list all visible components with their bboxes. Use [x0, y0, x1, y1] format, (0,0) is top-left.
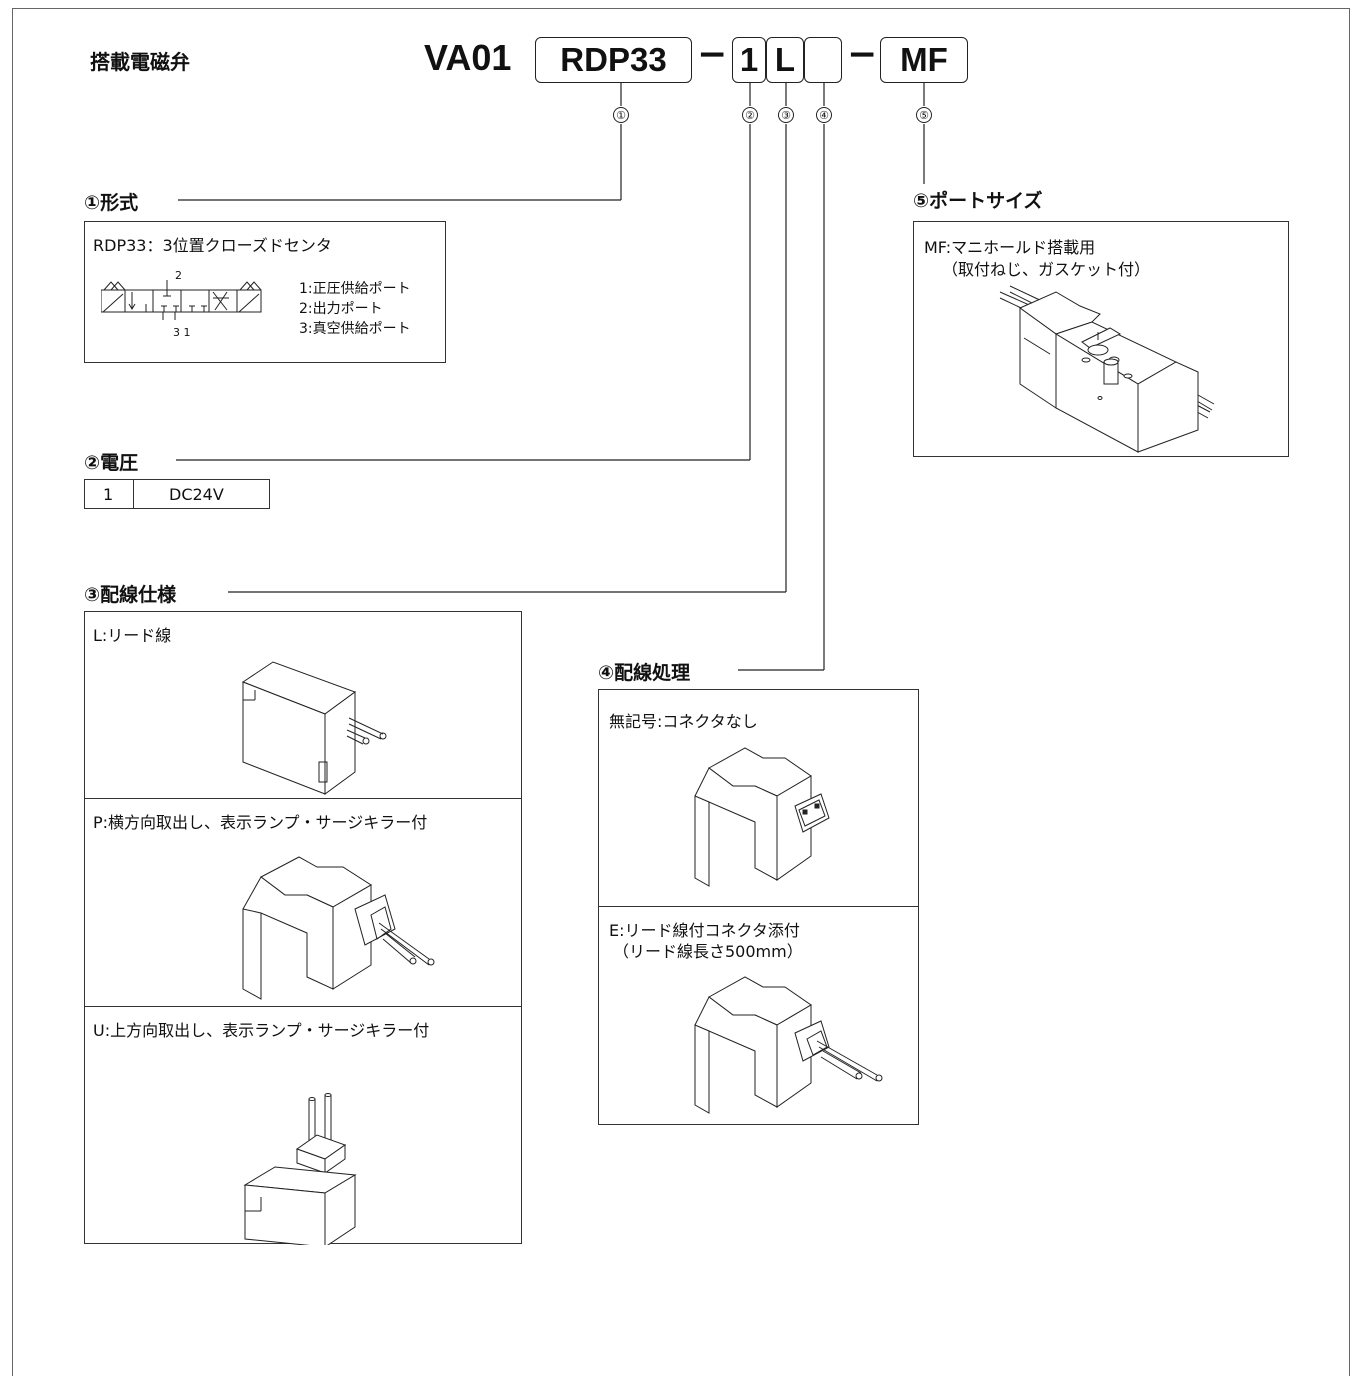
marker-4: ④: [816, 107, 832, 123]
treatment-option-e-sub: （リード線長さ500mm）: [613, 942, 803, 961]
valve-symbol-icon: [101, 280, 262, 320]
voltage-heading: ②電圧: [84, 452, 139, 474]
voltage-value: DC24V: [169, 485, 224, 504]
code-dash-2: −: [847, 34, 878, 75]
wiring-option-p-label: P:横方向取出し、表示ランプ・サージキラー付: [93, 813, 428, 832]
port-3-label: 3:真空供給ポート: [299, 321, 411, 337]
wiring-option-u-label: U:上方向取出し、表示ランプ・サージキラー付: [93, 1021, 430, 1040]
port-2-label: 2:出力ポート: [299, 301, 383, 317]
form-desc: RDP33：3位置クローズドセンタ: [93, 236, 332, 255]
page-title: 搭載電磁弁: [90, 50, 190, 74]
code-box-port-size: MF: [880, 37, 968, 83]
symbol-port-2: 2: [175, 269, 182, 282]
marker-1: ①: [613, 107, 629, 123]
model-prefix: VA01: [424, 37, 512, 78]
treatment-option-none: 無記号:コネクタなし: [598, 689, 919, 907]
symbol-ports-3-1: 3 1: [173, 326, 191, 339]
form-heading: ①形式: [84, 192, 139, 214]
code-dash-1: −: [697, 34, 728, 75]
wiring-option-l: L:リード線: [84, 611, 522, 799]
wiring-option-p: P:横方向取出し、表示ランプ・サージキラー付: [84, 798, 522, 1007]
marker-5: ⑤: [916, 107, 932, 123]
manifold-valve-icon: [999, 285, 1215, 453]
marker-2: ②: [742, 107, 758, 123]
port-size-sub: （取付ねじ、ガスケット付）: [942, 260, 1151, 279]
connector-with-lead-icon: [694, 976, 883, 1114]
wiring-option-l-label: L:リード線: [93, 626, 172, 645]
wiring-spec-heading: ③配線仕様: [84, 584, 177, 606]
treatment-option-none-label: 無記号:コネクタなし: [609, 712, 758, 731]
side-connector-icon: [242, 856, 435, 1000]
code-box-wiring-spec: L: [766, 37, 804, 83]
lead-wire-icon: [241, 661, 387, 795]
voltage-table: 1 DC24V: [84, 479, 270, 509]
form-box: RDP33：3位置クローズドセンタ 2 3 1: [84, 221, 446, 363]
code-box-wiring-treatment: [804, 37, 842, 83]
top-connector-icon: [243, 1093, 357, 1245]
treatment-option-e: E:リード線付コネクタ添付 （リード線長さ500mm）: [598, 906, 919, 1125]
wiring-treatment-heading: ④配線処理: [598, 662, 691, 684]
code-box-form: RDP33: [535, 37, 692, 83]
voltage-table-divider: [133, 480, 134, 508]
treatment-option-e-label: E:リード線付コネクタ添付: [609, 921, 800, 940]
port-size-label: MF:マニホールド搭載用: [924, 238, 1096, 257]
code-box-voltage: 1: [732, 37, 766, 83]
port-size-heading: ⑤ポートサイズ: [913, 190, 1043, 212]
port-1-label: 1:正圧供給ポート: [299, 281, 411, 297]
wiring-option-u: U:上方向取出し、表示ランプ・サージキラー付: [84, 1006, 522, 1245]
no-connector-icon: [694, 747, 830, 887]
marker-3: ③: [778, 107, 794, 123]
voltage-code: 1: [103, 485, 114, 504]
port-size-box: MF:マニホールド搭載用 （取付ねじ、ガスケット付）: [913, 221, 1289, 457]
page-frame: [12, 8, 1350, 1376]
